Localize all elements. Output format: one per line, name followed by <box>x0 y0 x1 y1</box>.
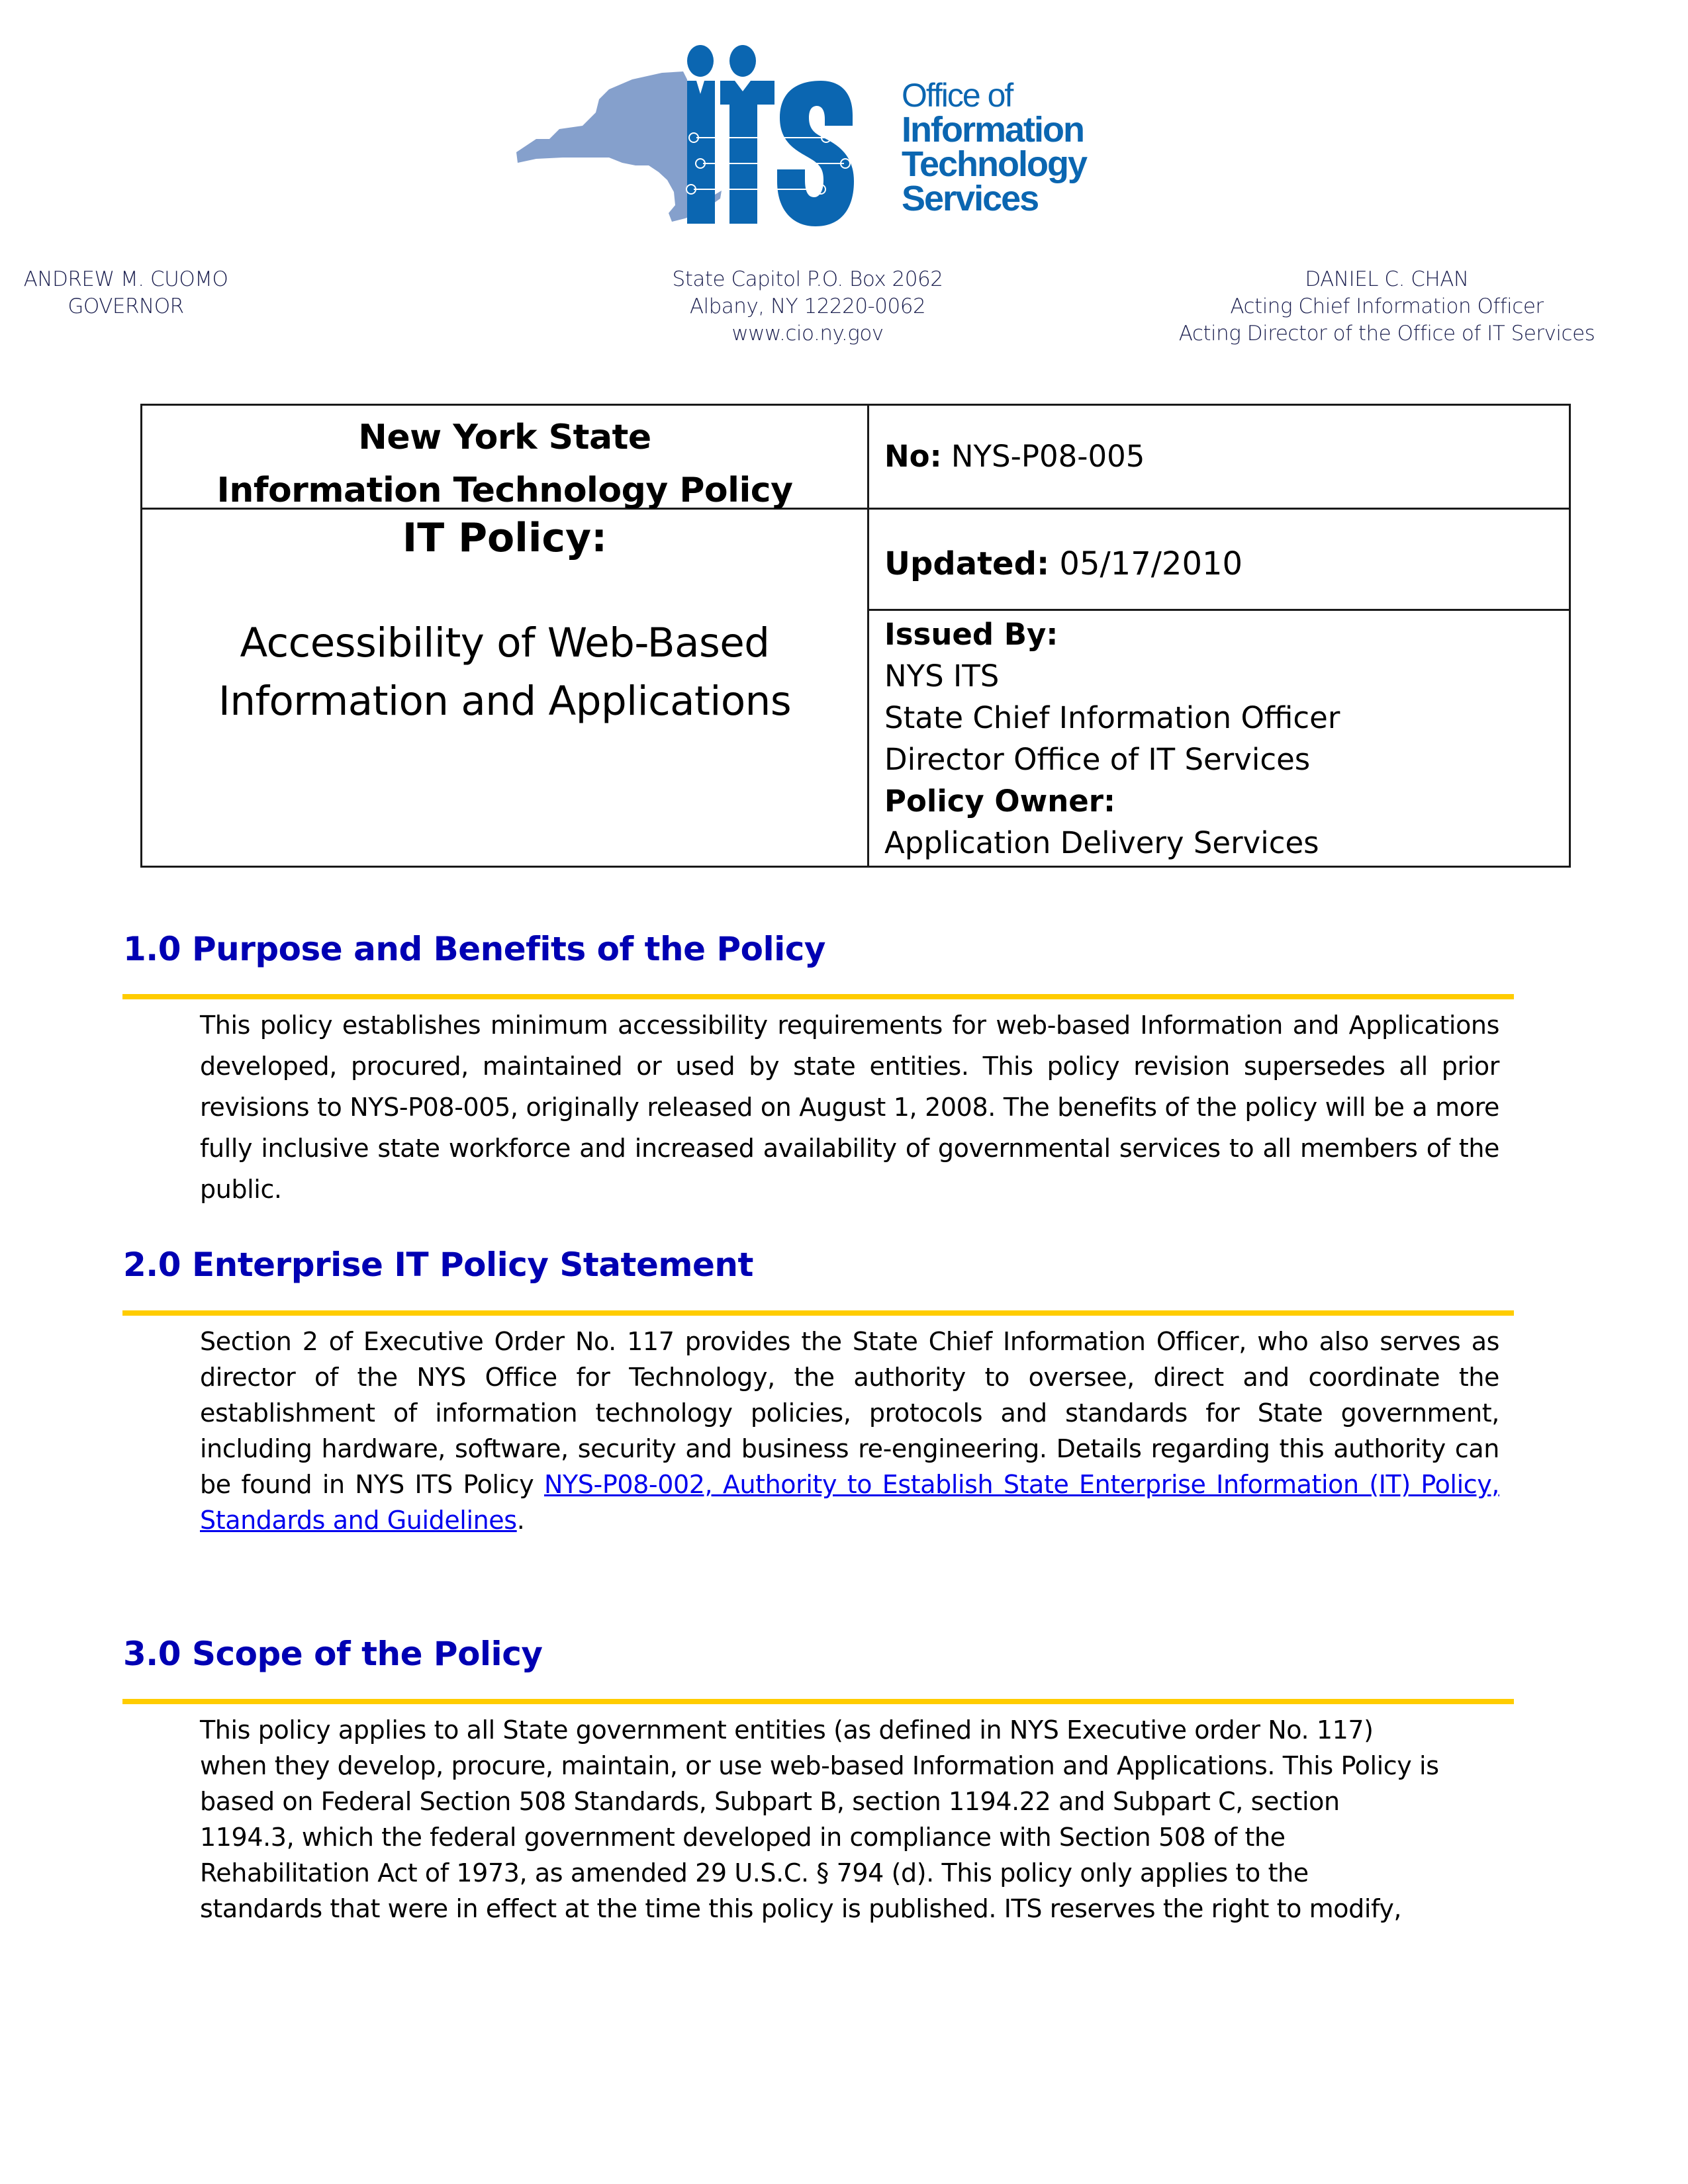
logo-line-services: Services <box>902 179 1039 218</box>
header-line-2: Information Technology Policy <box>216 471 793 510</box>
letterhead-cio: DANIEL C. CHAN Acting Chief Information … <box>1139 266 1635 347</box>
cio-title-2: Acting Director of the Office of IT Serv… <box>1178 322 1595 345</box>
policy-number-label: No: <box>884 439 942 474</box>
section-2-body: Section 2 of Executive Order No. 117 pro… <box>200 1324 1499 1538</box>
letterhead-governor: ANDREW M. CUOMO GOVERNOR <box>0 266 252 320</box>
section-2-body-text: Section 2 of Executive Order No. 117 pro… <box>200 1327 1499 1499</box>
policy-updated-cell: Updated: 05/17/2010 <box>869 510 1569 611</box>
section-1-divider <box>122 994 1514 999</box>
address-line-1: State Capitol P.O. Box 2062 <box>672 267 943 291</box>
policy-title-cell: IT Policy: Accessibility of Web-Based In… <box>142 510 869 866</box>
policy-nys-p08-002-link[interactable]: NYS-P08-002, Authority to Establish Stat… <box>200 1470 1499 1535</box>
logo-line-office-of: Office of <box>902 77 1013 114</box>
policy-header-cell: New York State Information Technology Po… <box>142 406 869 510</box>
governor-name: ANDREW M. CUOMO <box>23 267 228 291</box>
governor-title: GOVERNOR <box>68 295 184 318</box>
logo-line-technology: Technology <box>902 144 1088 184</box>
issued-by-label: Issued By: <box>884 617 1058 652</box>
section-1-heading: 1.0 Purpose and Benefits of the Policy <box>123 930 825 968</box>
section-3-line: Rehabilitation Act of 1973, as amended 2… <box>200 1858 1309 1888</box>
section-2-body-end: . <box>516 1506 525 1535</box>
policy-owner-label: Policy Owner: <box>884 784 1115 819</box>
updated-value: 05/17/2010 <box>1059 545 1243 582</box>
section-3-line: 1194.3, which the federal government dev… <box>200 1823 1286 1852</box>
new-york-state-map-icon <box>516 71 722 222</box>
updated-label: Updated: <box>884 545 1050 582</box>
section-3-divider <box>122 1699 1514 1704</box>
section-3-line: based on Federal Section 508 Standards, … <box>200 1787 1340 1816</box>
section-3-heading: 3.0 Scope of the Policy <box>123 1635 543 1673</box>
policy-number-value: NYS-P08-005 <box>951 439 1145 474</box>
address-line-2: Albany, NY 12220-0062 <box>689 295 926 318</box>
policy-owner-value: Application Delivery Services <box>884 825 1319 860</box>
issued-by-line: NYS ITS <box>884 659 1000 694</box>
section-3-line: This policy applies to all State governm… <box>200 1715 1374 1745</box>
policy-info-table: New York State Information Technology Po… <box>140 404 1571 868</box>
logo-wordmark: Office of Information Technology Service… <box>902 77 1088 218</box>
issued-by-line: Director Office of IT Services <box>884 742 1311 777</box>
policy-issuer-cell: Issued By: NYS ITS State Chief Informati… <box>869 611 1569 866</box>
policy-title-label: IT Policy: <box>402 515 608 561</box>
policy-subject-line-1: Accessibility of Web-Based <box>240 619 770 666</box>
its-logo: Office of Information Technology Service… <box>510 40 1105 232</box>
section-3-line: standards that were in effect at the tim… <box>200 1894 1402 1923</box>
header-line-1: New York State <box>358 418 651 457</box>
section-2-heading: 2.0 Enterprise IT Policy Statement <box>123 1246 753 1284</box>
section-2-divider <box>122 1310 1514 1316</box>
letterhead-address: State Capitol P.O. Box 2062 Albany, NY 1… <box>609 266 1006 347</box>
nys-its-logo-graphic-icon <box>516 45 854 226</box>
cio-title-1: Acting Chief Information Officer <box>1230 295 1544 318</box>
website-link[interactable]: www.cio.ny.gov <box>731 322 884 345</box>
policy-number-cell: No: NYS-P08-005 <box>869 406 1569 510</box>
policy-subject-line-2: Information and Applications <box>218 678 792 725</box>
issued-by-line: State Chief Information Officer <box>884 700 1340 735</box>
cio-name: DANIEL C. CHAN <box>1305 267 1469 291</box>
section-3-body: This policy applies to all State governm… <box>200 1712 1499 1927</box>
section-1-body: This policy establishes minimum accessib… <box>200 1011 1499 1204</box>
logo-line-information: Information <box>902 110 1085 150</box>
section-3-line: when they develop, procure, maintain, or… <box>200 1751 1439 1780</box>
